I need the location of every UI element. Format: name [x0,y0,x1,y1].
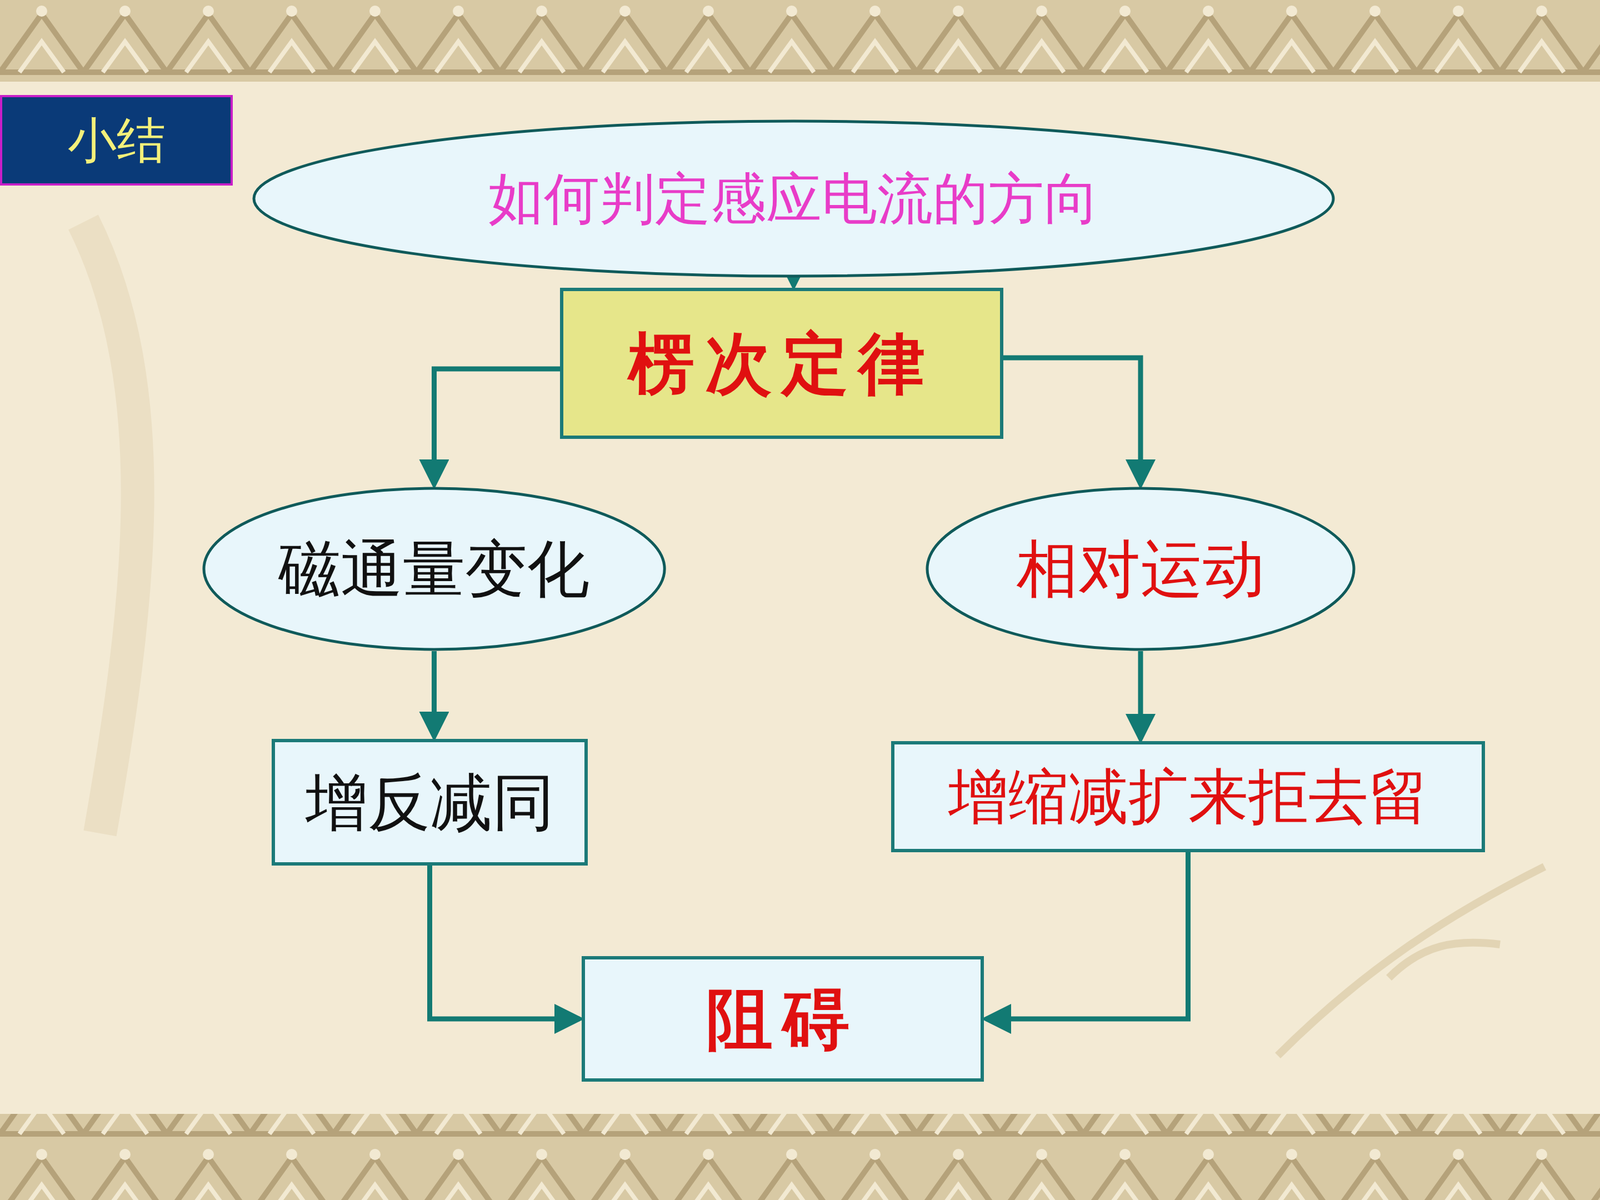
flow-arrow [1138,651,1144,739]
node-label: 增缩减扩来拒去留 [948,762,1429,832]
title-box: 小结 [0,95,233,186]
node-label: 楞次定律 [628,325,935,402]
node-label: 磁通量变化 [278,533,590,605]
question-ellipse: 如何判定感应电流的方向 [252,119,1335,278]
brush-watermark [83,222,138,834]
node-label: 增反减同 [305,766,555,839]
title-text: 小结 [67,112,166,169]
flow-arrow [986,852,1189,1019]
result-box: 阻碍 [581,956,984,1082]
flow-arrow [433,368,560,485]
flow-arrow [430,865,580,1019]
law-box: 楞次定律 [560,287,1004,439]
node-label: 如何判定感应电流的方向 [488,166,1100,231]
top-band [0,0,1600,82]
flux-ellipse: 磁通量变化 [202,486,667,652]
flow-arrow [431,651,437,737]
flow-arrow [1003,357,1141,485]
node-label: 阻碍 [706,980,860,1058]
rule-box: 增缩减扩来拒去留 [891,741,1485,853]
motion-ellipse: 相对运动 [925,486,1356,652]
bottom-band [0,1113,1600,1200]
flow-arrow [791,277,797,286]
rule-box: 增反减同 [271,738,588,866]
node-label: 相对运动 [1016,533,1265,605]
branch-watermark [1277,866,1545,1056]
